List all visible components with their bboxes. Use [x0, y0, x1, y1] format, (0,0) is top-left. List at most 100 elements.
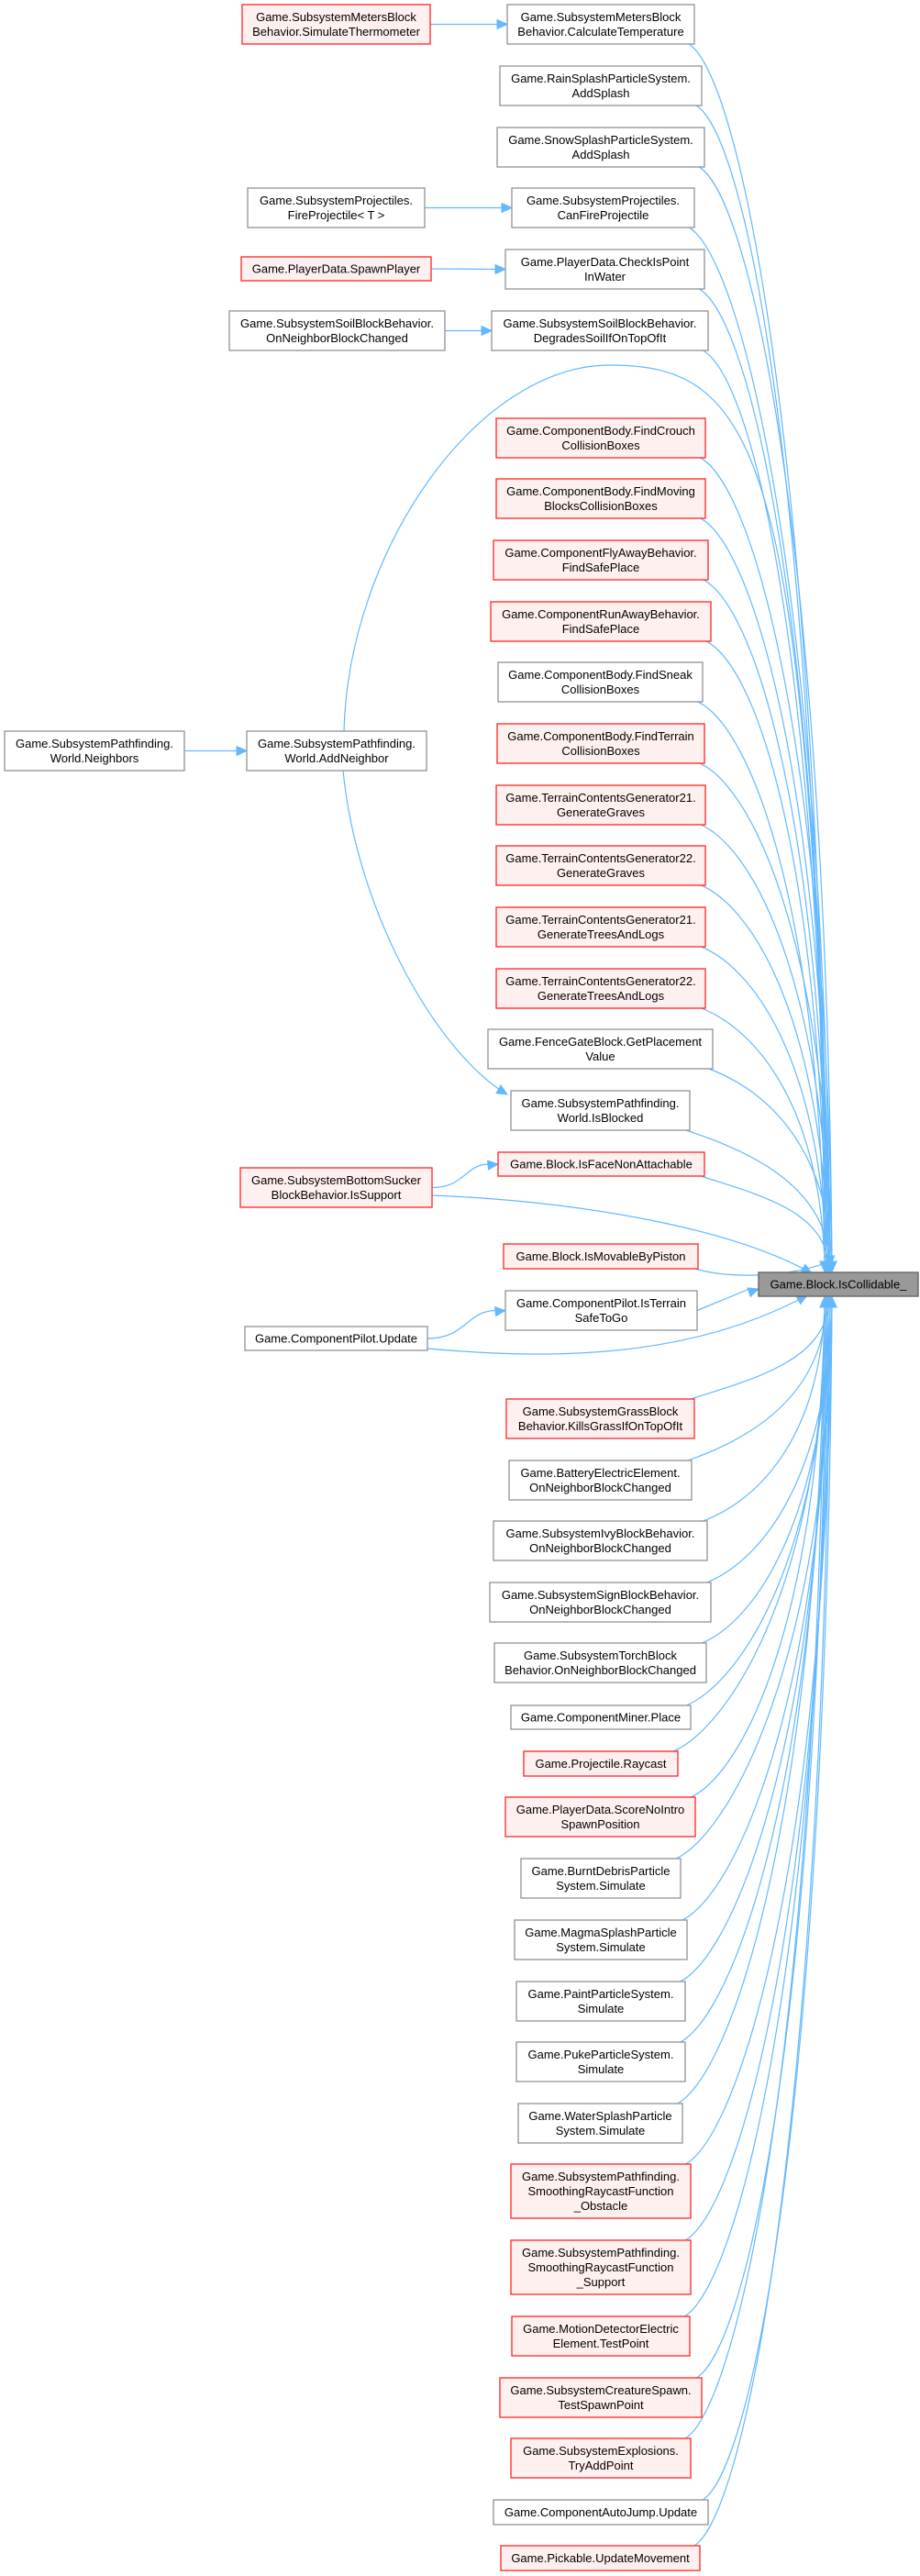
node-fireproj[interactable]: Game.SubsystemProjectiles.FireProjectile… — [247, 187, 426, 228]
node-box[interactable] — [523, 1750, 679, 1777]
node-box[interactable] — [504, 1290, 698, 1331]
node-pilotupdate[interactable]: Game.ComponentPilot.Update — [244, 1326, 428, 1351]
node-box[interactable] — [505, 1398, 695, 1439]
node-box[interactable] — [496, 723, 705, 764]
node-findsneak[interactable]: Game.ComponentBody.FindSneakCollisionBox… — [497, 661, 704, 703]
node-box[interactable] — [495, 906, 706, 948]
node-box[interactable] — [493, 539, 709, 581]
node-scorenointro[interactable]: Game.PlayerData.ScoreNoIntroSpawnPositio… — [504, 1796, 696, 1838]
node-spawnplayer[interactable]: Game.PlayerData.SpawnPlayer — [240, 256, 432, 282]
node-box[interactable] — [499, 65, 703, 106]
node-box[interactable] — [510, 2437, 692, 2479]
node-box[interactable] — [499, 2377, 703, 2418]
node-box[interactable] — [493, 1642, 707, 1683]
node-snowsplash[interactable]: Game.SnowSplashParticleSystem.AddSplash — [496, 127, 705, 168]
node-box[interactable] — [496, 127, 705, 168]
node-box[interactable] — [495, 845, 706, 886]
node-box[interactable] — [241, 4, 431, 45]
node-box[interactable] — [510, 1090, 691, 1131]
node-canfireproj[interactable]: Game.SubsystemProjectiles.CanFireProject… — [511, 187, 695, 228]
node-battery[interactable]: Game.BatteryElectricElement.OnNeighborBl… — [508, 1460, 693, 1501]
node-runaway[interactable]: Game.ComponentRunAwayBehavior.FindSafePl… — [490, 601, 712, 642]
node-issupport[interactable]: Game.SubsystemBottomSuckerBlockBehavior.… — [239, 1167, 433, 1208]
node-explosions[interactable]: Game.SubsystemExplosions.TryAddPoint — [510, 2437, 692, 2479]
node-box[interactable] — [515, 2041, 686, 2082]
node-box[interactable] — [510, 2239, 692, 2295]
node-ivy[interactable]: Game.SubsystemIvyBlockBehavior.OnNeighbo… — [493, 1520, 708, 1561]
node-box[interactable] — [491, 310, 709, 351]
node-box[interactable] — [4, 730, 185, 772]
node-autojump[interactable]: Game.ComponentAutoJump.Update — [493, 2499, 709, 2526]
node-box[interactable] — [506, 4, 695, 45]
node-box[interactable] — [515, 1981, 686, 2022]
node-flyaway[interactable]: Game.ComponentFlyAwayBehavior.FindSafePl… — [493, 539, 709, 581]
node-box[interactable] — [240, 256, 432, 282]
node-box[interactable] — [508, 1460, 693, 1501]
node-box[interactable] — [758, 1271, 919, 1297]
node-findmoving[interactable]: Game.ComponentBody.FindMovingBlocksColli… — [495, 478, 706, 519]
node-smoothobst[interactable]: Game.SubsystemPathfinding.SmoothingRayca… — [510, 2163, 692, 2219]
node-box[interactable] — [517, 2103, 683, 2144]
node-box[interactable] — [489, 1582, 712, 1623]
node-box[interactable] — [511, 187, 695, 228]
node-box[interactable] — [244, 1326, 428, 1351]
node-tcg22graves[interactable]: Game.TerrainContentsGenerator22.Generate… — [495, 845, 706, 886]
node-findcrouch[interactable]: Game.ComponentBody.FindCrouchCollisionBo… — [495, 417, 706, 459]
node-box[interactable] — [487, 1028, 714, 1070]
node-box[interactable] — [246, 730, 427, 772]
node-box[interactable] — [511, 2315, 691, 2357]
node-box[interactable] — [495, 968, 706, 1009]
node-puke[interactable]: Game.PukeParticleSystem.Simulate — [515, 2041, 686, 2082]
node-sign[interactable]: Game.SubsystemSignBlockBehavior.OnNeighb… — [489, 1582, 712, 1623]
node-raycast[interactable]: Game.Projectile.Raycast — [523, 1750, 679, 1777]
node-box[interactable] — [514, 1919, 688, 1960]
node-box[interactable] — [504, 1796, 696, 1838]
node-box[interactable] — [520, 1858, 682, 1899]
node-box[interactable] — [495, 784, 706, 826]
node-addneighbor[interactable]: Game.SubsystemPathfinding.World.AddNeigh… — [246, 730, 427, 772]
node-rainsplash[interactable]: Game.RainSplashParticleSystem.AddSplash — [499, 65, 703, 106]
node-soilneighbor[interactable]: Game.SubsystemSoilBlockBehavior.OnNeighb… — [228, 310, 446, 351]
node-calctemp[interactable]: Game.SubsystemMetersBlockBehavior.Calcul… — [506, 4, 695, 45]
node-box[interactable] — [497, 1151, 705, 1177]
node-ismovable[interactable]: Game.Block.IsMovableByPiston — [503, 1243, 699, 1270]
node-killsgrass[interactable]: Game.SubsystemGrassBlockBehavior.KillsGr… — [505, 1398, 695, 1439]
node-box[interactable] — [490, 601, 712, 642]
node-findterrain[interactable]: Game.ComponentBody.FindTerrainCollisionB… — [496, 723, 705, 764]
node-pickable[interactable]: Game.Pickable.UpdateMovement — [500, 2545, 701, 2571]
node-box[interactable] — [247, 187, 426, 228]
node-box[interactable] — [495, 417, 706, 459]
node-torch[interactable]: Game.SubsystemTorchBlockBehavior.OnNeigh… — [493, 1642, 707, 1683]
node-neighbors[interactable]: Game.SubsystemPathfinding.World.Neighbor… — [4, 730, 185, 772]
node-box[interactable] — [493, 1520, 708, 1561]
node-iscollidable[interactable]: Game.Block.IsCollidable_ — [758, 1271, 919, 1297]
node-paint[interactable]: Game.PaintParticleSystem.Simulate — [515, 1981, 686, 2022]
node-tcg21graves[interactable]: Game.TerrainContentsGenerator21.Generate… — [495, 784, 706, 826]
node-box[interactable] — [510, 2163, 692, 2219]
node-smoothsupp[interactable]: Game.SubsystemPathfinding.SmoothingRayca… — [510, 2239, 692, 2295]
node-box[interactable] — [228, 310, 446, 351]
node-motiondetector[interactable]: Game.MotionDetectorElectricElement.TestP… — [511, 2315, 691, 2357]
node-tcg22trees[interactable]: Game.TerrainContentsGenerator22.Generate… — [495, 968, 706, 1009]
node-tcg21trees[interactable]: Game.TerrainContentsGenerator21.Generate… — [495, 906, 706, 948]
node-simthermo[interactable]: Game.SubsystemMetersBlockBehavior.Simula… — [241, 4, 431, 45]
node-box[interactable] — [239, 1167, 433, 1208]
node-box[interactable] — [500, 2545, 701, 2571]
node-box[interactable] — [495, 478, 706, 519]
node-degradessoil[interactable]: Game.SubsystemSoilBlockBehavior.Degrades… — [491, 310, 709, 351]
node-box[interactable] — [497, 661, 704, 703]
node-creaturespawn[interactable]: Game.SubsystemCreatureSpawn.TestSpawnPoi… — [499, 2377, 703, 2418]
node-minerplace[interactable]: Game.ComponentMiner.Place — [510, 1704, 692, 1730]
node-box[interactable] — [493, 2499, 709, 2526]
node-box[interactable] — [504, 249, 705, 290]
node-box[interactable] — [503, 1243, 699, 1270]
node-box[interactable] — [510, 1704, 692, 1730]
node-isblocked[interactable]: Game.SubsystemPathfinding.World.IsBlocke… — [510, 1090, 691, 1131]
node-isfacenon[interactable]: Game.Block.IsFaceNonAttachable — [497, 1151, 705, 1177]
